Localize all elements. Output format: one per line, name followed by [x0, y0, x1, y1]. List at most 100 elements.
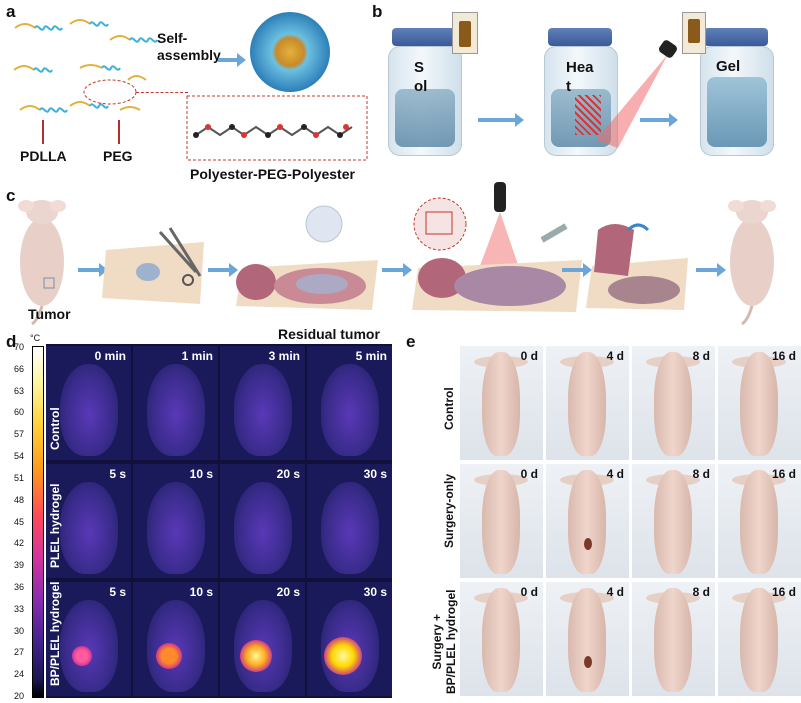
- thermal-image: 20 s: [220, 582, 305, 696]
- pdlla-label: PDLLA: [20, 148, 67, 164]
- photo-row-label: Surgery-only: [442, 473, 456, 548]
- mouse-body: [482, 470, 520, 574]
- thermal-row-label: PLEL hydrogel: [48, 483, 62, 568]
- photo-row-label-line1: Surgery +: [430, 613, 444, 670]
- thermal-image: 20 s: [220, 464, 305, 578]
- colorbar-tick: 39: [13, 560, 24, 571]
- mouse-thermal-silhouette: [147, 364, 205, 456]
- self-assembly-arrow: [218, 53, 246, 67]
- gel-inset: [682, 12, 706, 54]
- day-label: 4 d: [606, 585, 624, 599]
- laser-beam-b: [596, 40, 677, 148]
- day-label: 8 d: [692, 467, 710, 481]
- thermal-image: 1 min: [133, 346, 218, 460]
- wound-mark: [584, 538, 592, 550]
- colorbar-tick: 30: [13, 625, 24, 636]
- c-arrow-5: [696, 263, 726, 277]
- temperature-colorbar: [32, 346, 44, 698]
- colorbar-tick: 51: [13, 472, 24, 483]
- colorbar-tick: 20: [13, 691, 24, 701]
- mouse-photo: 8 d: [632, 582, 715, 696]
- mouse-photo: 4 d: [546, 582, 629, 696]
- colorbar-tick: 27: [13, 647, 24, 658]
- mouse-photo: 0 d: [460, 346, 543, 460]
- c-arrow-3: [382, 263, 412, 277]
- mouse-body: [654, 470, 692, 574]
- mouse-photo: 16 d: [718, 464, 801, 578]
- heat-vial-cap: [548, 28, 612, 46]
- mouse-photo: 16 d: [718, 346, 801, 460]
- mouse-body: [568, 470, 606, 574]
- c-arrow-1: [78, 263, 108, 277]
- colorbar-tick: 36: [13, 581, 24, 592]
- sol-line2: ol: [414, 78, 428, 95]
- photo-row-label: Surgery +BP/PLEL hydrogel: [430, 590, 458, 694]
- mouse-photo: 4 d: [546, 464, 629, 578]
- pdlla-arrow: [42, 120, 44, 144]
- mouse-body: [740, 352, 778, 456]
- time-label: 5 s: [109, 467, 126, 481]
- gel-vial-cap: [704, 28, 768, 46]
- sol-label: S ol: [414, 58, 427, 96]
- day-label: 4 d: [606, 467, 624, 481]
- c-arrow-4: [562, 263, 592, 277]
- heat-line2: t: [566, 78, 571, 95]
- time-label: 1 min: [181, 349, 213, 363]
- mouse-illustration-left: [18, 200, 66, 326]
- photo-row-label-line2: BP/PLEL hydrogel: [444, 589, 458, 694]
- colorbar-tick: 45: [13, 516, 24, 527]
- wound-closure-illustration: [586, 223, 688, 310]
- mouse-thermal-silhouette: [60, 482, 118, 574]
- colorbar-tick: 42: [13, 538, 24, 549]
- time-label: 20 s: [276, 585, 300, 599]
- photo-row-label: Control: [442, 387, 456, 430]
- mouse-photo: 4 d: [546, 346, 629, 460]
- colorbar-tick: 33: [13, 603, 24, 614]
- thermal-hotspot: [240, 640, 272, 672]
- day-label: 8 d: [692, 585, 710, 599]
- peg-arrow: [118, 120, 120, 144]
- time-label: 30 s: [363, 467, 387, 481]
- mouse-body: [568, 352, 606, 456]
- thermal-image: 10 s: [133, 464, 218, 578]
- mouse-photo: 0 d: [460, 582, 543, 696]
- mouse-thermal-silhouette: [234, 482, 292, 574]
- panel-c-letter: c: [6, 186, 16, 205]
- wound-mark: [584, 656, 592, 668]
- self-assembly-line1: Self-: [157, 30, 188, 46]
- mouse-body: [654, 352, 692, 456]
- colorbar-unit: °C: [30, 333, 41, 343]
- colorbar-tick: 24: [13, 669, 24, 680]
- mouse-photo: 8 d: [632, 464, 715, 578]
- mouse-thermal-silhouette: [60, 364, 118, 456]
- polymer-chains-illustration: [13, 19, 158, 113]
- thermal-image: 0 min: [46, 346, 131, 460]
- mouse-thermal-silhouette: [321, 364, 379, 456]
- colorbar-tick: 63: [13, 385, 24, 396]
- panel-d-letter: d: [6, 332, 17, 351]
- thermal-image: 10 s: [133, 582, 218, 696]
- day-label: 16 d: [771, 349, 796, 363]
- colorbar-tick: 66: [13, 363, 24, 374]
- sol-line1: S: [414, 59, 425, 76]
- heat-line1: Hea: [566, 59, 594, 76]
- laser-treatment-illustration: [412, 182, 582, 312]
- photo-grid: 0 d 4 d 8 d 16 d Control 0 d 4 d 8 d 16 d Surgery…: [430, 344, 801, 698]
- mouse-body: [740, 470, 778, 574]
- heat-label: Hea t: [566, 58, 594, 96]
- mouse-body: [654, 588, 692, 692]
- self-assembly-line2: assembly: [157, 47, 221, 63]
- thermal-image: 5 min: [307, 346, 392, 460]
- thermal-image: 5 s: [46, 582, 131, 696]
- time-label: 5 min: [355, 349, 387, 363]
- thermal-image: 5 s: [46, 464, 131, 578]
- time-label: 3 min: [268, 349, 300, 363]
- day-label: 4 d: [606, 349, 624, 363]
- colorbar-tick: 57: [13, 429, 24, 440]
- thermal-row-label: BP/PLEL hydrogel: [48, 581, 62, 686]
- mouse-photo: 16 d: [718, 582, 801, 696]
- colorbar-tick: 70: [13, 342, 24, 352]
- panel-e-letter: e: [406, 332, 416, 351]
- colorbar-tick: 48: [13, 494, 24, 505]
